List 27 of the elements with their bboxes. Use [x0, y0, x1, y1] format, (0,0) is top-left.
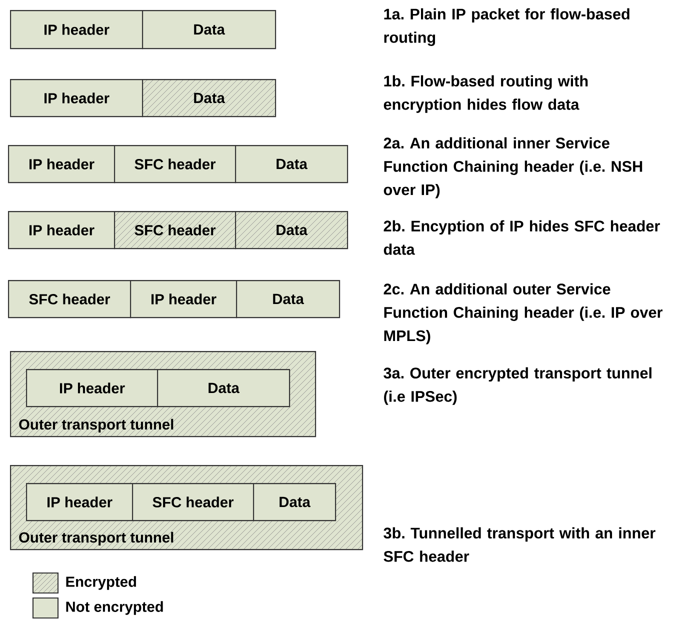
packet-field: SFC header [132, 483, 254, 522]
packet-field: Data [142, 10, 276, 50]
packet-field: Data [236, 280, 340, 318]
packet-field: Data [142, 78, 276, 118]
packet-field: IP header [130, 280, 238, 318]
packet-field: SFC header [114, 145, 236, 184]
packet-field: Data [235, 145, 348, 184]
packet-field: IP header [26, 369, 158, 408]
packet-field: Data [234, 210, 348, 250]
packet-field: Data [253, 483, 336, 522]
packet-field: SFC header [114, 210, 236, 250]
packet-field: IP header [10, 79, 144, 118]
packet-field: IP header [8, 145, 116, 184]
description: 2a. An additional inner Service Function Chaining header (i.e. NSH over IP) [384, 137, 642, 198]
legend-text: Encrypted [66, 576, 136, 590]
packet-field: IP header [10, 10, 144, 50]
description: 1b. Flow-based routing with encryption hides flow data [384, 75, 588, 113]
description: 3a. Outer encrypted transport tunnel (i.e IPSec) [384, 367, 652, 405]
description: 2b. Encyption of IP hides SFC header data [384, 220, 660, 255]
packet-field: SFC header [8, 280, 132, 318]
description: 3b. Tunnelled transport with an inner SFC header [384, 527, 656, 562]
packet-field: Data [157, 369, 290, 408]
description: 1a. Plain IP packet for flow-based routing [384, 8, 630, 46]
description: 2c. An additional outer Service Function Chaining header (i.e. IP over MPLS) [384, 283, 662, 344]
packet-field: IP header [8, 211, 116, 250]
packet-field: IP header [26, 483, 134, 522]
legend-text: Not encrypted [66, 601, 163, 615]
